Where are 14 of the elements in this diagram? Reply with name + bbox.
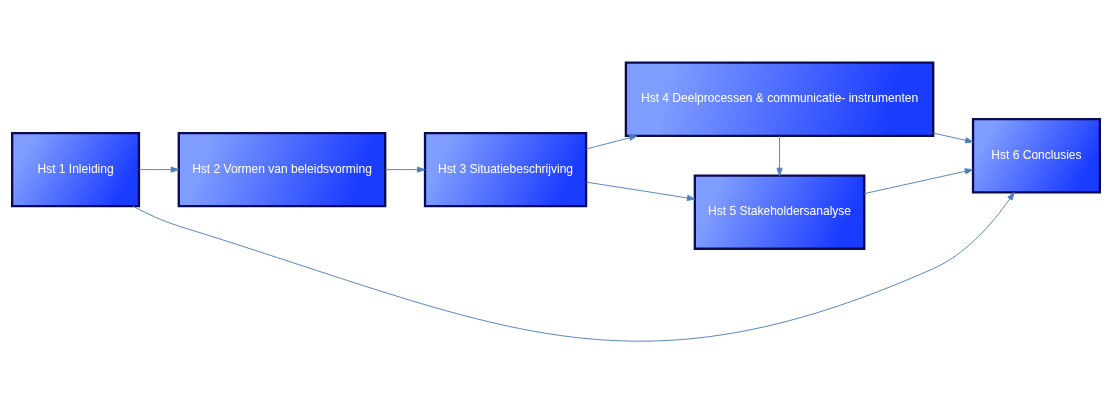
node-box: Hst 4 Deelprocessen & communicatie- instrumenten (624, 61, 935, 137)
arrow (138, 166, 180, 173)
arrow (776, 134, 783, 176)
arrow (585, 181, 696, 201)
node-box: Hst 6 Conclusies (971, 117, 1101, 193)
node-box: Hst 1 Inleiding (11, 131, 141, 207)
arrow (132, 191, 1015, 341)
arrow (863, 167, 974, 194)
node-box: Hst 2 Vormen van beleidsvorming (177, 131, 387, 207)
arrow (585, 134, 638, 149)
arrow (932, 132, 974, 143)
arrow (384, 166, 426, 173)
node-box: Hst 5 Stakeholdersanalyse (693, 174, 866, 250)
node-box: Hst 3 Situatiebeschrijving (423, 131, 588, 207)
